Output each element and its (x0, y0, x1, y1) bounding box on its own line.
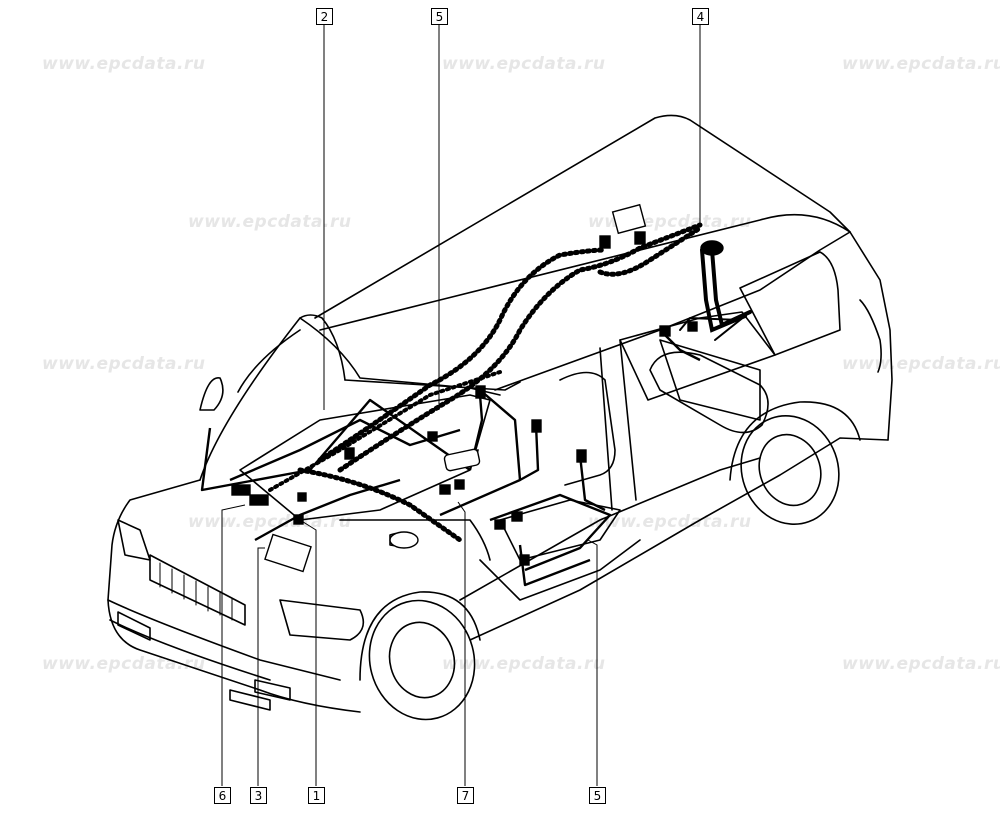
rear-wheel-tire (740, 414, 840, 526)
fog-light (254, 679, 291, 701)
callout-3: 3 (250, 787, 267, 804)
connector-dash-left (231, 484, 251, 496)
body-lower (459, 457, 761, 601)
grommet-rear (700, 240, 724, 256)
rear-pillar (859, 299, 882, 373)
callout-1: 1 (308, 787, 325, 804)
harness-dash (297, 467, 463, 543)
front-seat-back (559, 371, 616, 486)
connector-b-pillar (475, 385, 486, 399)
rear-window (739, 251, 841, 356)
fog-light-2 (229, 689, 271, 711)
callout-4: 4 (692, 8, 709, 25)
harness-seat-post (519, 424, 540, 482)
connector-console-2 (454, 479, 465, 490)
harness-floor-main (489, 493, 612, 572)
watermark: www.epcdata.ru (42, 654, 206, 674)
headlight-right (279, 599, 365, 641)
connector-console (439, 484, 451, 495)
leader-3 (257, 547, 265, 786)
rear-bench (659, 339, 761, 421)
watermark: www.epcdata.ru (588, 512, 752, 532)
watermark: www.epcdata.ru (188, 212, 352, 232)
windshield-top (299, 314, 346, 381)
harness-front-floor (439, 389, 522, 517)
watermark: www.epcdata.ru (442, 654, 606, 674)
leader-1 (299, 519, 317, 786)
body-sill (469, 437, 889, 641)
harness-rear-bench (664, 334, 701, 362)
connector-roof-b (634, 231, 646, 245)
callout-5-top: 5 (431, 8, 448, 25)
watermark: www.epcdata.ru (42, 54, 206, 74)
module-centre-console (443, 448, 481, 472)
headlight-left (117, 519, 151, 561)
harness-dash-lower (254, 478, 401, 542)
module-under-dash (264, 533, 312, 573)
harness-rear-vertical-2 (710, 248, 752, 328)
harness-roof-side (597, 225, 703, 277)
watermark: www.epcdata.ru (842, 654, 1000, 674)
connector-floor-3 (519, 554, 530, 566)
callout-7: 7 (457, 787, 474, 804)
rear-wheel-rim (758, 433, 822, 507)
hood-crease (237, 329, 301, 393)
roof-rear-edge (319, 213, 851, 331)
harness-roof-front (317, 247, 608, 463)
connector-dash-6 (293, 514, 304, 525)
a-pillar (344, 379, 521, 391)
harness-dash-branch (229, 418, 461, 482)
watermark: www.epcdata.ru (442, 54, 606, 74)
door-line-2 (599, 347, 613, 511)
rear-wheel-arch (729, 401, 861, 481)
hood-outline (199, 317, 501, 481)
module-roof (611, 203, 647, 235)
leader-7 (457, 501, 466, 786)
roof-outline (314, 114, 851, 319)
leader-5-bottom (587, 539, 598, 786)
plate-holder (117, 611, 151, 641)
side-mirror (199, 377, 224, 411)
connector-dash-1 (297, 492, 307, 502)
connector-dash-center (344, 447, 355, 460)
connector-dash-mid (249, 494, 269, 506)
grille-outline (149, 554, 246, 626)
speaker-front-door (389, 531, 419, 549)
body-side-top (494, 231, 893, 441)
dashboard (239, 394, 491, 521)
connector-floor-2 (494, 519, 506, 530)
front-wheel-arch (359, 591, 481, 681)
front-wheel-rim (388, 621, 456, 699)
fuel-tank (649, 351, 769, 434)
harness-rear-branch (679, 316, 743, 341)
connector-floor (511, 511, 523, 522)
watermark: www.epcdata.ru (842, 54, 1000, 74)
front-fascia (107, 479, 361, 713)
harness-seat-post-2 (578, 454, 606, 512)
bumper-top (107, 599, 341, 681)
callout-5-bottom: 5 (589, 787, 606, 804)
front-fender (339, 519, 491, 561)
watermark: www.epcdata.ru (42, 354, 206, 374)
front-seat-cushion (499, 499, 621, 561)
connector-seat-rear (576, 449, 587, 463)
harness-roof-rear (337, 222, 703, 473)
connector-dash-right (427, 431, 438, 442)
callout-6: 6 (214, 787, 231, 804)
interior-floor (479, 539, 641, 601)
door-line (619, 339, 637, 501)
connector-rear-side (687, 321, 698, 332)
leader-6 (221, 504, 246, 786)
connector-rear-bench (659, 325, 671, 337)
watermark: www.epcdata.ru (188, 512, 352, 532)
bumper-mid (109, 619, 271, 681)
connector-seat (531, 419, 542, 433)
callout-2: 2 (316, 8, 333, 25)
connector-roof-a (599, 235, 611, 249)
grille-bars (159, 562, 233, 621)
front-wheel-tire (368, 599, 476, 721)
harness-dash-loop (200, 398, 471, 492)
